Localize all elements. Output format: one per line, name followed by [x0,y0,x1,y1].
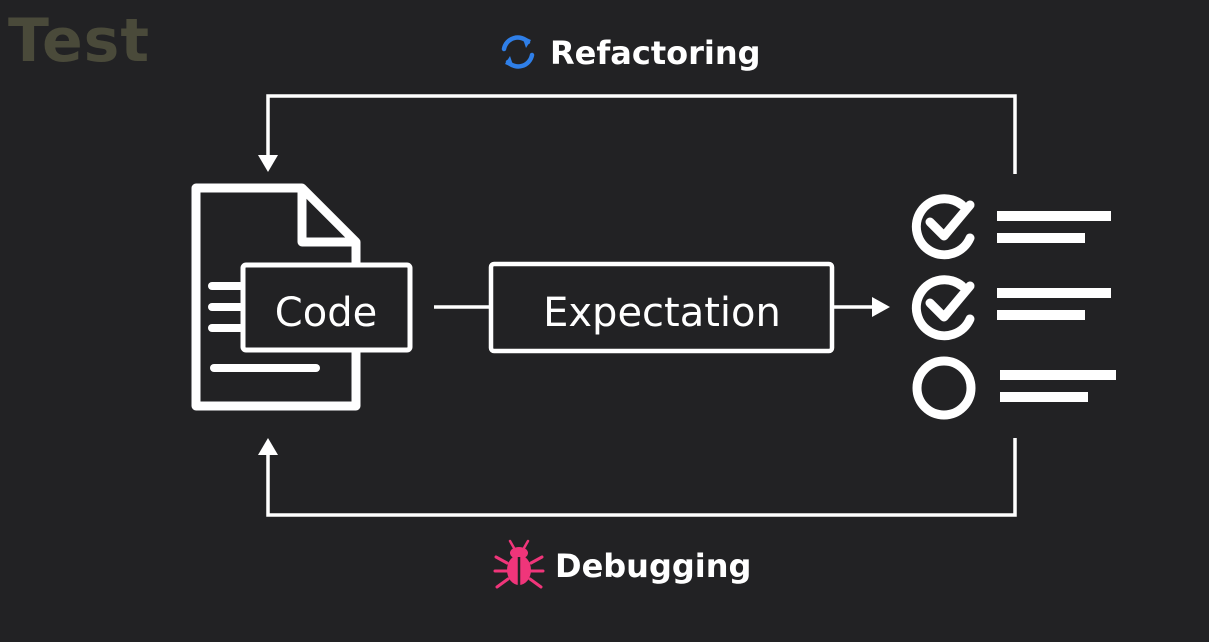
expectation-label: Expectation [543,290,781,336]
code-box [240,262,413,353]
code-label: Code [275,290,377,336]
empty-circle-icon [912,356,976,420]
page-title: Test [8,6,151,76]
debugging-loop-arrow [258,438,1017,517]
checklist-item [911,275,1111,341]
refactoring-loop-arrow [258,94,1017,174]
debugging-footer: Debugging [493,539,751,589]
code-document: Code [191,183,413,411]
expectation-to-results-arrow [832,297,890,317]
bug-icon [493,539,545,589]
refactoring-label: Refactoring [550,34,761,72]
expectation-box: Expectation [488,261,835,354]
debugging-label: Debugging [555,547,751,585]
checklist-item [911,194,1111,260]
sync-icon [501,35,535,69]
refactoring-header: Refactoring [501,34,761,72]
results-checklist [911,194,1116,420]
check-circle-icon [911,275,975,341]
checklist-item [912,356,1116,420]
check-circle-icon [911,194,975,260]
